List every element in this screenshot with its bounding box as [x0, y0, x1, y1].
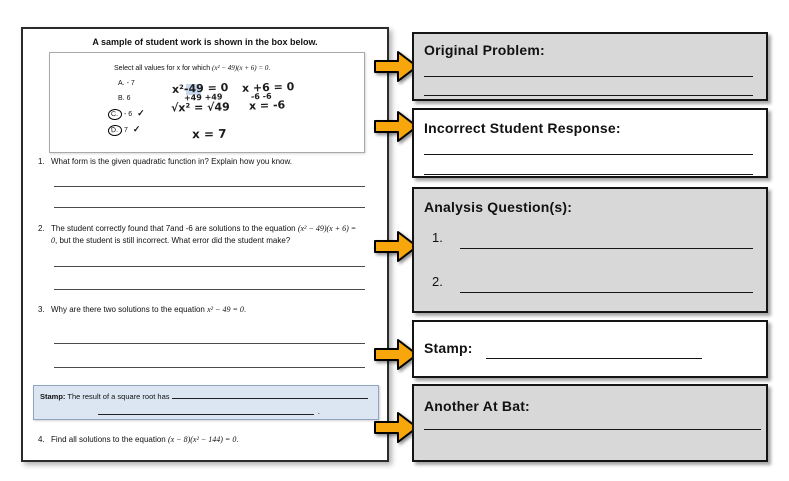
- stamp-label: Stamp:: [40, 392, 66, 401]
- choice-b: B. 6: [118, 95, 130, 102]
- question-pre: The student correctly found that 7and -6…: [51, 224, 298, 233]
- question-math: x² − 49 = 0: [207, 305, 244, 314]
- answer-line: [54, 186, 365, 187]
- question-text: Why are there two solutions to the equat…: [51, 304, 362, 316]
- choice-letter: D.: [110, 126, 119, 135]
- question-text: Find all solutions to the equation (x − …: [51, 434, 362, 446]
- stamp-sentence-box: Stamp: The result of a square root has .: [33, 385, 379, 420]
- circle-mark: C.: [107, 108, 123, 121]
- question-number: 2.: [38, 224, 45, 233]
- choice-d: D. 7 ✓: [107, 124, 141, 137]
- arrow-icon: [374, 231, 418, 262]
- question-pre: What form is the given quadratic functio…: [51, 157, 293, 166]
- question-text: The student correctly found that 7and -6…: [51, 223, 362, 246]
- panel-title: Incorrect Student Response:: [424, 120, 621, 136]
- worksheet-header: A sample of student work is shown in the…: [92, 37, 318, 47]
- question-4: 4. Find all solutions to the equation (x …: [38, 434, 365, 446]
- answer-line: [54, 207, 365, 208]
- checkmark-icon: ✓: [137, 108, 145, 118]
- write-line: [424, 95, 753, 96]
- panel-title: Analysis Question(s):: [424, 199, 573, 215]
- arrow-icon: [374, 339, 418, 370]
- question-pre: Find all solutions to the equation: [51, 435, 168, 444]
- choice-value: - 6: [123, 111, 133, 118]
- question-text: What form is the given quadratic functio…: [51, 156, 362, 168]
- write-line: [424, 174, 753, 175]
- prompt-math: (x² − 49)(x + 6) = 0: [212, 64, 269, 72]
- choice-letter: A.: [118, 80, 125, 87]
- write-line: [424, 429, 761, 430]
- stamp-period: .: [317, 407, 320, 416]
- write-line: [460, 292, 753, 293]
- panel-stamp: Stamp:: [412, 320, 768, 378]
- choice-a: A. - 7: [118, 80, 135, 87]
- choice-letter: B.: [118, 95, 125, 102]
- answer-line: [54, 343, 365, 344]
- handwriting-eq3: x = 7: [191, 126, 227, 142]
- question-number: 3.: [38, 305, 45, 314]
- fill-in-line: [171, 391, 368, 399]
- fill-in-line: .: [98, 407, 320, 416]
- handwriting-eq2: √x² = √49: [170, 100, 230, 115]
- panel-original-problem: Original Problem:: [412, 32, 768, 101]
- question-1: 1. What form is the given quadratic funct…: [38, 156, 365, 168]
- write-line: [460, 248, 753, 249]
- prompt-pre: Select all values for x for which: [114, 65, 213, 72]
- arrow-icon: [374, 111, 418, 142]
- panel-incorrect-response: Incorrect Student Response:: [412, 108, 768, 178]
- panel-another-at-bat: Another At Bat:: [412, 384, 768, 462]
- choice-value: 7: [123, 127, 128, 134]
- panel-title: Another At Bat:: [424, 398, 530, 414]
- question-post: .: [236, 435, 239, 444]
- panel-title: Original Problem:: [424, 42, 545, 58]
- question-number: 4.: [38, 435, 45, 444]
- question-math: (x − 8)(x² − 144) = 0: [167, 435, 237, 444]
- write-line: [486, 358, 702, 359]
- panel-analysis-questions: Analysis Question(s): 1. 2.: [412, 187, 768, 313]
- analysis-item-number: 1.: [432, 230, 443, 245]
- question-2: 2. The student correctly found that 7and …: [38, 223, 365, 246]
- write-line: [424, 154, 753, 155]
- question-pre: Why are there two solutions to the equat…: [51, 305, 208, 314]
- question-post: , but the student is still incorrect. Wh…: [55, 235, 291, 245]
- worksheet-page: A sample of student work is shown in the…: [21, 27, 389, 462]
- question-math: (x² − 49)(x + 6) = 0: [51, 224, 357, 245]
- arrow-icon: [374, 412, 418, 443]
- highlight-mark: [186, 84, 201, 95]
- arrow-icon: [374, 51, 418, 82]
- choice-letter: C.: [110, 110, 119, 119]
- question-post: .: [243, 305, 247, 314]
- stamp-sentence: Stamp: The result of a square root has: [40, 391, 368, 401]
- circle-mark: D.: [107, 124, 123, 137]
- analysis-item-number: 2.: [432, 274, 443, 289]
- student-work-box: Select all values for x for which (x² − …: [49, 52, 365, 153]
- prompt-post: .: [268, 65, 271, 72]
- answer-line: [54, 289, 365, 290]
- question-3: 3. Why are there two solutions to the equ…: [38, 304, 365, 316]
- choice-value: 6: [126, 95, 131, 102]
- answer-line: [54, 266, 365, 267]
- stamp-text: The result of a square root has: [67, 392, 170, 401]
- question-number: 1.: [38, 157, 45, 166]
- choice-value: - 7: [126, 80, 135, 87]
- checkmark-icon: ✓: [132, 124, 141, 134]
- handwriting-eq5: x = -6: [248, 98, 286, 113]
- panel-title: Stamp:: [424, 340, 473, 356]
- write-line: [424, 76, 753, 77]
- problem-prompt: Select all values for x for which (x² − …: [114, 64, 270, 72]
- choice-c: C. - 6 ✓: [107, 108, 145, 121]
- answer-line: [54, 367, 365, 368]
